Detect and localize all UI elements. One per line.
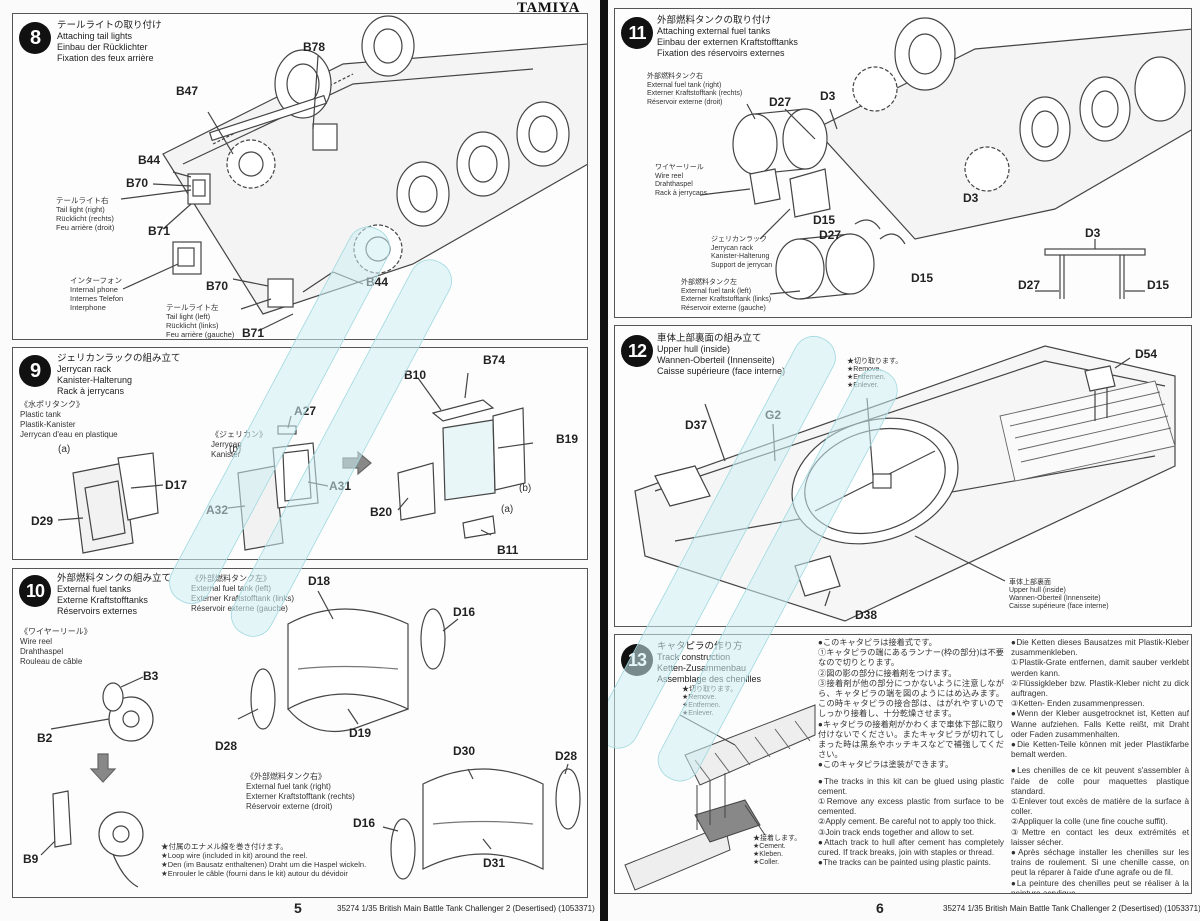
part-label-a31: A31 — [329, 479, 352, 493]
part-label-g2: G2 — [765, 408, 782, 422]
right-page: 11 外部燃料タンクの取り付け Attaching external fuel … — [608, 0, 1200, 921]
callout-jerrycan-rack: ジェリカンラック Jerrycan rack Kanister-Halterun… — [711, 236, 773, 269]
part-label-b74: B74 — [483, 353, 506, 367]
part-label-b20: B20 — [370, 505, 393, 519]
step-9-jerrycan-rack-diagram — [57, 372, 534, 554]
part-label-d38: D38 — [855, 608, 878, 622]
part-label-d27-lower: D27 — [819, 228, 842, 242]
step-11-title: 外部燃料タンクの取り付け Attaching external fuel tan… — [657, 15, 798, 58]
part-label-b10: B10 — [404, 368, 427, 382]
part-label-d15: D15 — [813, 213, 836, 227]
part-label-d27: D27 — [769, 95, 792, 109]
footer-left: 35274 1/35 British Main Battle Tank Chal… — [337, 904, 595, 913]
callout-plastic-tank: 《水ポリタンク》 Plastic tank Plastik-Kanister J… — [20, 400, 118, 439]
callout-fuel-tank-right: 外部燃料タンク右 External fuel tank (right) Exte… — [647, 73, 743, 106]
page-number-left: 5 — [294, 900, 302, 916]
part-label-b9: B9 — [23, 852, 39, 866]
part-label-b70: B70 — [126, 176, 149, 190]
rack-tag-b: (b) — [519, 483, 532, 494]
step-9-title: ジェリカンラックの組み立て Jerrycan rack Kanister-Hal… — [57, 353, 181, 396]
step-8-title: テールライトの取り付け Attaching tail lights Einbau… — [57, 20, 162, 64]
part-label-b44-lower: B44 — [366, 275, 389, 289]
part-label-b71-lower: B71 — [242, 326, 265, 340]
part-label-d54: D54 — [1135, 347, 1158, 361]
part-label-d18: D18 — [308, 574, 331, 588]
part-label-d31: D31 — [483, 856, 506, 870]
callout-upper-hull: 車体上部裏面 Upper hull (inside) Wannen-Oberte… — [1009, 579, 1109, 610]
part-label-b19: B19 — [556, 432, 579, 446]
callout-tail-light-right: テールライト右 Tail light (right) Rücklicht (re… — [56, 196, 115, 232]
callout-internal-phone: インターフォン Internal phone Internes Telefon … — [70, 276, 124, 312]
step-13-panel: 13 キャタピラの作り方 Track construction Ketten-Z… — [614, 634, 1192, 894]
step-8-title-fr: Fixation des feux arrière — [57, 53, 154, 63]
step-11-fuel-tank-attach-diagram — [699, 17, 1191, 300]
part-label-b78: B78 — [303, 40, 326, 54]
part-label-d15-lower: D15 — [911, 271, 934, 285]
step-10-badge: 10 — [19, 575, 51, 607]
footer-right: 35274 1/35 British Main Battle Tank Chal… — [943, 904, 1200, 913]
left-page: TAMIYA 8 テールライトの取り付け Attaching tail ligh… — [12, 0, 595, 916]
detail-label-d27: D27 — [1018, 278, 1041, 292]
part-label-d30: D30 — [453, 744, 476, 758]
step-11-panel: 11 外部燃料タンクの取り付け Attaching external fuel … — [614, 8, 1192, 318]
part-label-d28: D28 — [215, 739, 238, 753]
step-8-panel: 8 テールライトの取り付け Attaching tail lights Einb… — [12, 13, 588, 340]
page-number-right: 6 — [876, 900, 884, 916]
track-cement-note: ★接着します。 ★Cement. ★Kleben. ★Coller. — [753, 835, 802, 866]
part-label-a27: A27 — [294, 404, 317, 418]
step-10-title: 外部燃料タンクの組み立て External fuel tanks Externe… — [57, 573, 172, 616]
callout-fuel-tank-left: 外部燃料タンク左 External fuel tank (left) Exter… — [681, 279, 772, 312]
callout-fuel-tank-right: 《外部燃料タンク右》 External fuel tank (right) Ex… — [246, 772, 355, 811]
step-8-title-de: Einbau der Rücklichter — [57, 42, 148, 52]
step-9-badge: 9 — [19, 355, 51, 387]
variant-tag-a: (a) — [58, 444, 71, 455]
callout-wire-reel: 《ワイヤーリール》 Wire reel Drahthaspel Rouleau … — [20, 627, 92, 666]
part-label-b47: B47 — [176, 84, 199, 98]
step-10-panel: 10 外部燃料タンクの組み立て External fuel tanks Exte… — [12, 568, 588, 898]
step-8-title-en: Attaching tail lights — [57, 31, 133, 41]
part-label-b11: B11 — [497, 543, 519, 557]
instructions-de-fr: ●Die Ketten dieses Bausatzes mit Plastik… — [1011, 638, 1189, 894]
part-label-b2: B2 — [37, 731, 53, 745]
instructions-jp-en: ●このキャタピラは接着式です。 ①キャタピラの端にあるランナー(枠の部分)は不要… — [818, 638, 1004, 868]
step-8-title-jp: テールライトの取り付け — [57, 20, 162, 31]
tamiya-logo: TAMIYA — [517, 0, 581, 16]
part-label-b70-lower: B70 — [206, 279, 229, 293]
part-label-b71: B71 — [148, 224, 171, 238]
part-label-d19: D19 — [349, 726, 372, 740]
step-12-panel: 12 車体上部裏面の組み立て Upper hull (inside) Wanne… — [614, 325, 1192, 627]
detail-label-d3: D3 — [1085, 226, 1101, 240]
rack-tag-a: (a) — [501, 504, 514, 515]
part-label-d3: D3 — [820, 89, 836, 103]
part-label-b3: B3 — [143, 669, 159, 683]
page-spine — [600, 0, 608, 921]
step-10-fuel-tank-diagram — [40, 590, 581, 888]
step-9-panel: 9 ジェリカンラックの組み立て Jerrycan rack Kanister-H… — [12, 347, 588, 560]
part-label-d29: D29 — [31, 514, 54, 528]
callout-wire-reel: ワイヤーリール Wire reel Drahthaspel Rack à jer… — [655, 164, 708, 197]
part-label-a32: A32 — [206, 503, 229, 517]
detail-label-d15: D15 — [1147, 278, 1170, 292]
part-label-d37: D37 — [685, 418, 708, 432]
step-11-badge: 11 — [621, 17, 653, 49]
part-label-d3-right: D3 — [963, 191, 979, 205]
part-label-d17: D17 — [165, 478, 188, 492]
part-label-d16-right: D16 — [353, 816, 376, 830]
callout-tail-light-left: テールライト左 Tail light (left) Rücklicht (lin… — [166, 303, 235, 339]
part-label-b44: B44 — [138, 153, 161, 167]
part-label-d28-right: D28 — [555, 749, 578, 763]
part-label-d16: D16 — [453, 605, 476, 619]
wire-note: ★付属のエナメル線を巻き付けます。 ★Loop wire (included i… — [161, 842, 367, 878]
step-8-badge: 8 — [19, 22, 51, 54]
